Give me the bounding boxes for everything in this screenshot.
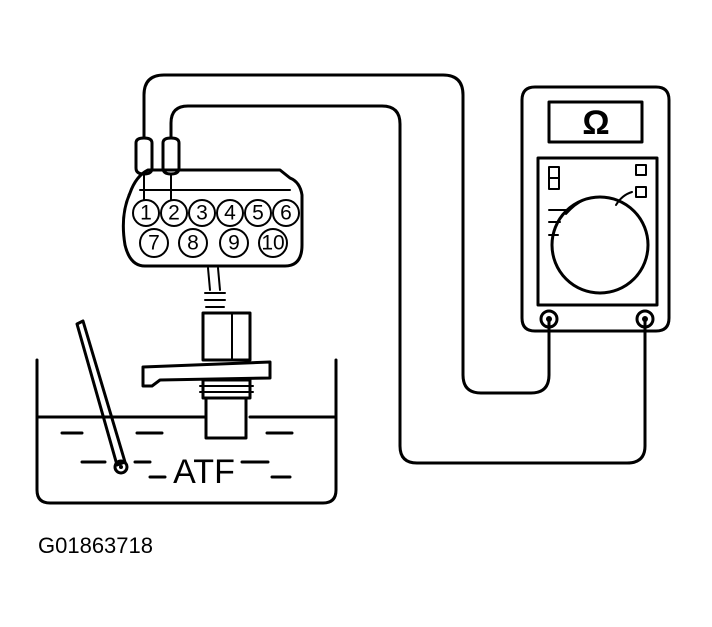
probe-2 — [161, 136, 181, 201]
connector-pins — [132, 199, 300, 258]
pin-1-label: 1 — [140, 202, 152, 225]
figure-id: G01863718 — [38, 533, 153, 558]
pin-8-label: 8 — [187, 232, 199, 255]
pin-4-label: 4 — [224, 202, 236, 225]
test-lead-1 — [142, 73, 551, 395]
meter-jack-com — [539, 309, 559, 329]
pin-10-label: 10 — [261, 232, 284, 255]
test-lead-2 — [169, 104, 647, 465]
fluid-container — [35, 358, 338, 505]
probe-1 — [134, 136, 154, 201]
fluid-label: ATF — [173, 453, 235, 491]
meter-display-symbol: Ω — [582, 104, 609, 142]
pin-2-label: 2 — [168, 202, 180, 225]
pin-6-label: 6 — [280, 202, 292, 225]
connector — [121, 168, 304, 268]
ohmmeter — [520, 85, 671, 333]
pin-7-label: 7 — [148, 232, 160, 255]
thermometer — [75, 319, 129, 475]
meter-jack-ohm — [635, 309, 655, 329]
pin-9-label: 9 — [228, 232, 240, 255]
pin-3-label: 3 — [196, 202, 208, 225]
speed-sensor — [141, 267, 272, 440]
selector-dial — [550, 195, 650, 295]
pin-5-label: 5 — [252, 202, 264, 225]
